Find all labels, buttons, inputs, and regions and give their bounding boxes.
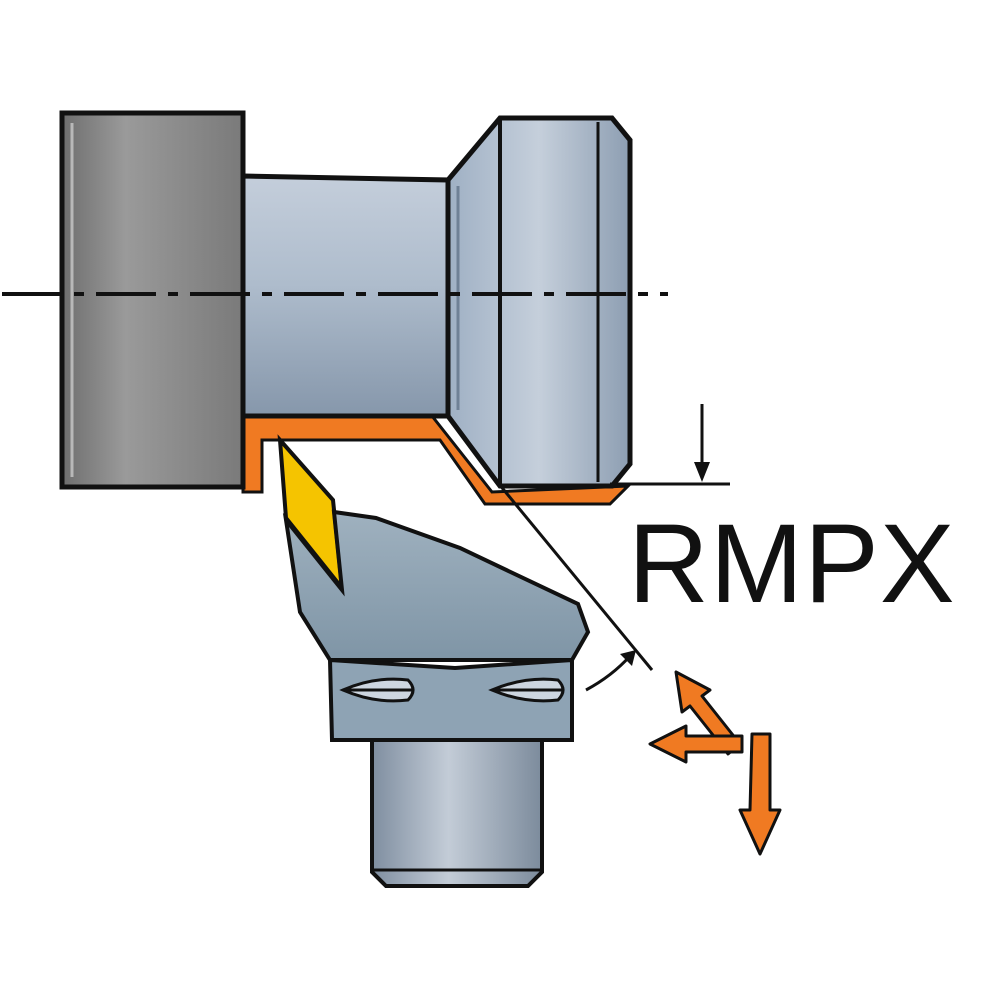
- product-designation-label: RMPX: [628, 501, 956, 626]
- feed-direction-arrows-icon: [648, 670, 782, 856]
- angle-arc-arrow-icon: [620, 650, 636, 666]
- clamp-screw-right: [488, 677, 565, 703]
- workpiece-flange: [59, 110, 246, 490]
- tool-holder-stem: [370, 738, 544, 888]
- tool-holder-head: [282, 509, 591, 662]
- workpiece-head: [445, 115, 633, 489]
- angle-arc: [585, 654, 632, 692]
- clamp-screw-left: [339, 677, 415, 703]
- dimension-arrow-icon: [694, 462, 710, 482]
- machined-allowance-profile: [241, 414, 632, 506]
- entering-angle-line: [492, 477, 654, 671]
